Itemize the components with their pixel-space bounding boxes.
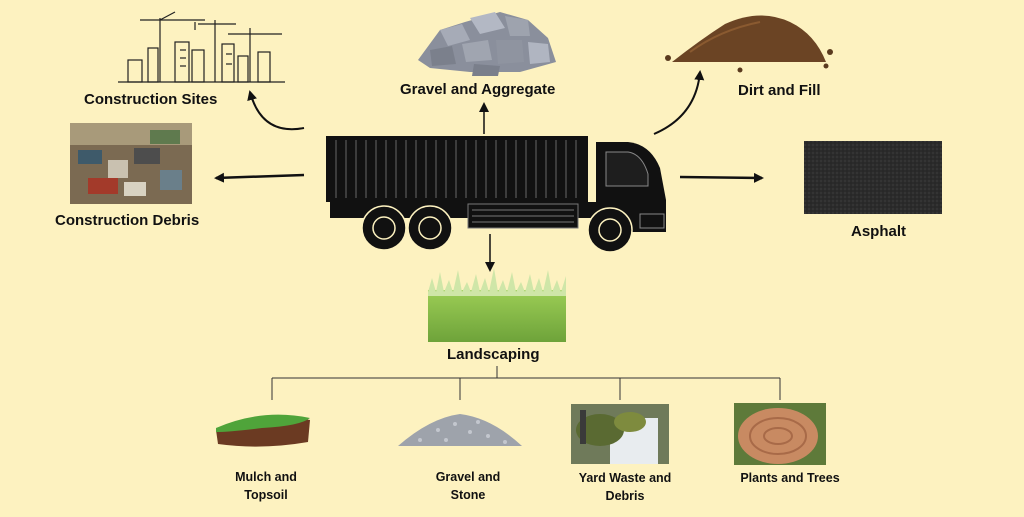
- landscaping-grass-icon: [428, 268, 566, 342]
- construction-cranes-icon: [118, 11, 285, 83]
- arrow-to-debris: [214, 172, 305, 183]
- gravel-aggregate-icon: [418, 12, 556, 76]
- label-mulch-topsoil: Mulch and Topsoil: [218, 468, 314, 504]
- construction-debris-photo: [70, 123, 192, 204]
- label-gravel-stone-line1: Gravel and: [435, 470, 501, 484]
- label-yard-waste: Yard Waste and Debris: [566, 469, 684, 505]
- label-construction-sites: Construction Sites: [84, 91, 218, 108]
- label-yard-waste-line2: Debris: [605, 489, 645, 503]
- arrow-to-dirt: [653, 70, 705, 135]
- label-construction-debris: Construction Debris: [55, 212, 200, 229]
- dump-truck-icon: [326, 136, 666, 253]
- label-yard-waste-line1: Yard Waste and: [578, 471, 672, 485]
- label-dirt-fill: Dirt and Fill: [738, 82, 821, 99]
- asphalt-swatch: [804, 141, 942, 214]
- arrow-to-asphalt: [679, 172, 764, 183]
- label-plants-trees: Plants and Trees: [730, 469, 850, 487]
- label-landscaping: Landscaping: [447, 346, 540, 363]
- gravel-stone-icon: [398, 414, 522, 446]
- mulch-topsoil-icon: [216, 414, 310, 447]
- yard-waste-photo: [571, 404, 669, 464]
- plants-trees-photo: [734, 403, 826, 465]
- flow-arrows: [214, 70, 764, 272]
- label-gravel-stone: Gravel and Stone: [420, 468, 516, 504]
- label-gravel-aggregate: Gravel and Aggregate: [400, 81, 556, 98]
- dirt-pile-icon: [665, 15, 833, 73]
- label-mulch-topsoil-line2: Topsoil: [244, 488, 288, 502]
- label-gravel-stone-line2: Stone: [450, 488, 486, 502]
- landscaping-tree-connector: [271, 366, 781, 400]
- label-mulch-topsoil-line1: Mulch and: [235, 470, 297, 484]
- label-asphalt: Asphalt: [851, 223, 907, 240]
- arrow-to-construction-sites: [247, 90, 305, 131]
- label-plants-trees-line1: Plants and Trees: [740, 471, 840, 485]
